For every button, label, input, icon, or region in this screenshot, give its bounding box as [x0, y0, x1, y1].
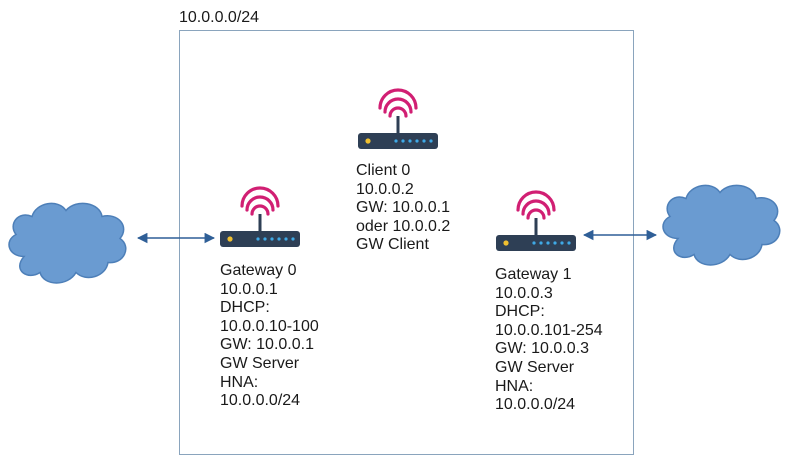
gateway-1-hna-label: HNA: — [495, 377, 534, 395]
router-icon — [494, 190, 578, 252]
gateway-1-dhcp-label: DHCP: — [495, 303, 545, 321]
router-icon — [218, 186, 302, 248]
gateway-1-hna-net: 10.0.0.0/24 — [495, 396, 576, 414]
client-0-gw-alt: oder 10.0.0.2 — [356, 217, 451, 235]
gateway-0-dhcp-label: DHCP: — [220, 299, 270, 317]
client-0-info: Client 0 10.0.0.2 GW: 10.0.0.1 oder 10.0… — [356, 162, 450, 255]
gateway-1-dhcp-range: 10.0.0.101-254 — [495, 321, 603, 339]
gateway-1-router — [494, 180, 578, 252]
gateway-0-gw: GW: 10.0.0.1 — [220, 336, 314, 354]
gateway-1-info: Gateway 1 10.0.0.3 DHCP: 10.0.0.101-254 … — [495, 266, 603, 415]
gateway-0-info: Gateway 0 10.0.0.1 DHCP: 10.0.0.10-100 G… — [220, 262, 319, 411]
gateway-1-role: GW Server — [495, 358, 575, 376]
cloud-icon-left — [8, 202, 127, 284]
link-gateway-1-to-cloud-right — [582, 229, 658, 241]
gateway-0-name: Gateway 0 — [220, 262, 297, 279]
link-cloud-left-to-gateway-0 — [136, 232, 216, 244]
client-0-role: GW Client — [356, 236, 429, 254]
gateway-0-hna-net: 10.0.0.0/24 — [220, 392, 301, 410]
gateway-0-dhcp-range: 10.0.0.10-100 — [220, 317, 319, 335]
gateway-1-gw: GW: 10.0.0.3 — [495, 340, 589, 358]
gateway-1-name: Gateway 1 — [495, 266, 572, 283]
subnet-label: 10.0.0.0/24 — [179, 9, 260, 26]
gateway-0-hna-label: HNA: — [220, 373, 259, 391]
client-0-router — [356, 78, 440, 150]
gateway-0-router — [218, 176, 302, 248]
gateway-1-ip: 10.0.0.3 — [495, 284, 553, 302]
client-0-name: Client 0 — [356, 162, 411, 179]
router-icon — [356, 88, 440, 150]
gateway-0-role: GW Server — [220, 354, 300, 372]
client-0-gw: GW: 10.0.0.1 — [356, 199, 450, 217]
client-0-ip: 10.0.0.2 — [356, 180, 414, 198]
cloud-icon-right — [662, 184, 781, 266]
gateway-0-ip: 10.0.0.1 — [220, 280, 278, 298]
